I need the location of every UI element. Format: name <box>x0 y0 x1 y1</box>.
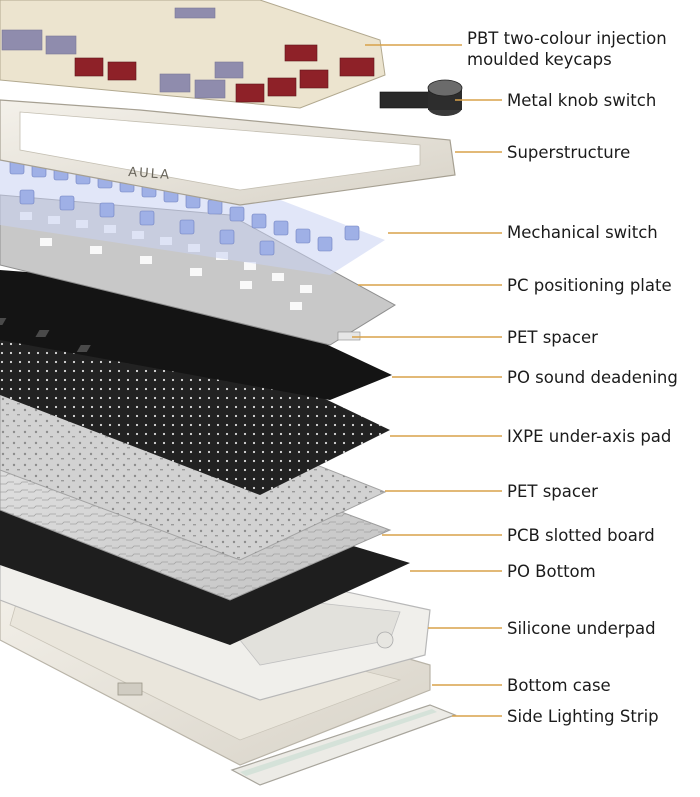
keycaps-layer <box>0 0 386 109</box>
label-po-sound-deadening: PO sound deadening <box>507 368 678 387</box>
label-pet-spacer-lower: PET spacer <box>507 482 598 501</box>
label-pc-positioning-plate: PC positioning plate <box>507 276 672 295</box>
side-lighting-strip-layer <box>230 704 457 786</box>
label-bottom-case: Bottom case <box>507 676 611 695</box>
label-superstructure: Superstructure <box>507 143 631 162</box>
label-pbt-keycaps: PBT two-colour injection moulded keycaps <box>467 29 667 69</box>
leader-lines <box>352 44 502 717</box>
po-sound-deadening-layer <box>0 270 392 400</box>
label-pcb-slotted-board: PCB slotted board <box>507 526 655 545</box>
label-mechanical-switch: Mechanical switch <box>507 223 658 242</box>
label-silicone-underpad: Silicone underpad <box>507 619 656 638</box>
label-metal-knob-switch: Metal knob switch <box>507 91 657 110</box>
label-po-bottom: PO Bottom <box>507 562 596 581</box>
metal-knob-switch <box>379 79 463 116</box>
label-ixpe-under-axis-pad: IXPE under-axis pad <box>507 427 672 446</box>
superstructure-layer: AULA <box>0 99 456 206</box>
label-pet-spacer-upper: PET spacer <box>507 328 598 347</box>
label-side-lighting-strip: Side Lighting Strip <box>507 707 659 726</box>
brand-logo: AULA <box>128 165 172 183</box>
